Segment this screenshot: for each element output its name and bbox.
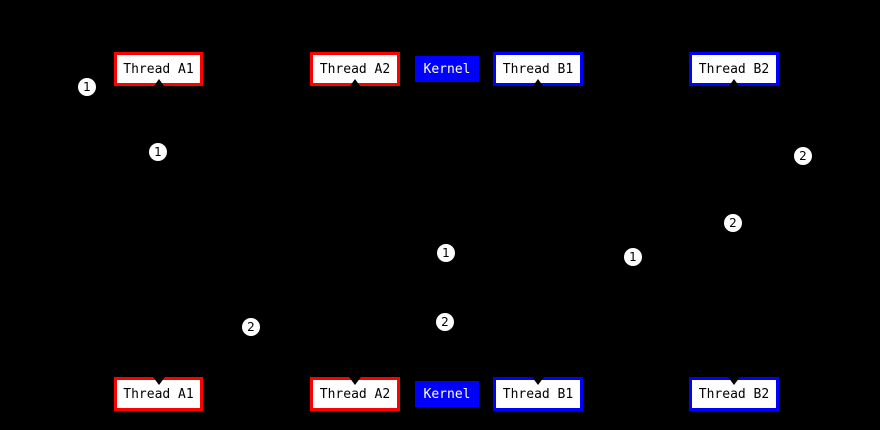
thread-a1-bottom-node: Thread A1: [114, 377, 203, 411]
thread-b2-top-label: Thread B2: [698, 61, 770, 77]
step-badge-2: 2: [242, 318, 260, 336]
connector-arrowhead-icon: [728, 377, 740, 385]
step-badge-2: 2: [436, 313, 454, 331]
thread-b1-top-node: Thread B1: [493, 52, 583, 86]
kernel-bottom-label: Kernel: [423, 386, 471, 402]
kernel-top-node: Kernel: [415, 56, 479, 82]
thread-b2-top-node: Thread B2: [689, 52, 779, 86]
thread-a2-top-node: Thread A2: [310, 52, 400, 86]
thread-a1-bottom-label: Thread A1: [123, 386, 194, 402]
step-badge-2: 2: [724, 214, 742, 232]
thread-a1-top-label: Thread A1: [123, 61, 194, 77]
thread-b1-top-label: Thread B1: [502, 61, 574, 77]
connector-arrowhead-icon: [152, 377, 165, 385]
kernel-bottom-node: Kernel: [415, 381, 479, 407]
step-number: 1: [442, 246, 450, 260]
thread-a2-bottom-node: Thread A2: [310, 377, 400, 411]
step-number: 2: [441, 315, 449, 329]
step-badge-2: 2: [794, 147, 812, 165]
connector-arrowhead-icon: [153, 79, 164, 86]
step-number: 1: [629, 250, 637, 264]
thread-a2-top-label: Thread A2: [319, 61, 391, 77]
connector-arrowhead-icon: [349, 377, 361, 385]
thread-b2-bottom-node: Thread B2: [689, 377, 779, 411]
step-number: 2: [729, 216, 737, 230]
connector-arrowhead-icon: [350, 79, 360, 86]
connector-arrowhead-icon: [729, 79, 739, 86]
step-badge-1: 1: [78, 78, 96, 96]
thread-b1-bottom-label: Thread B1: [502, 386, 574, 402]
connector-arrowhead-icon: [532, 377, 544, 385]
step-badge-1: 1: [149, 143, 167, 161]
step-badge-1: 1: [437, 244, 455, 262]
step-number: 2: [799, 149, 807, 163]
step-number: 1: [154, 145, 162, 159]
thread-a1-top-node: Thread A1: [114, 52, 203, 86]
step-badge-1: 1: [624, 248, 642, 266]
connector-arrowhead-icon: [533, 79, 543, 86]
thread-a2-bottom-label: Thread A2: [319, 386, 391, 402]
thread-b1-bottom-node: Thread B1: [493, 377, 583, 411]
step-number: 2: [247, 320, 255, 334]
thread-b2-bottom-label: Thread B2: [698, 386, 770, 402]
step-number: 1: [83, 80, 91, 94]
kernel-top-label: Kernel: [423, 61, 471, 77]
